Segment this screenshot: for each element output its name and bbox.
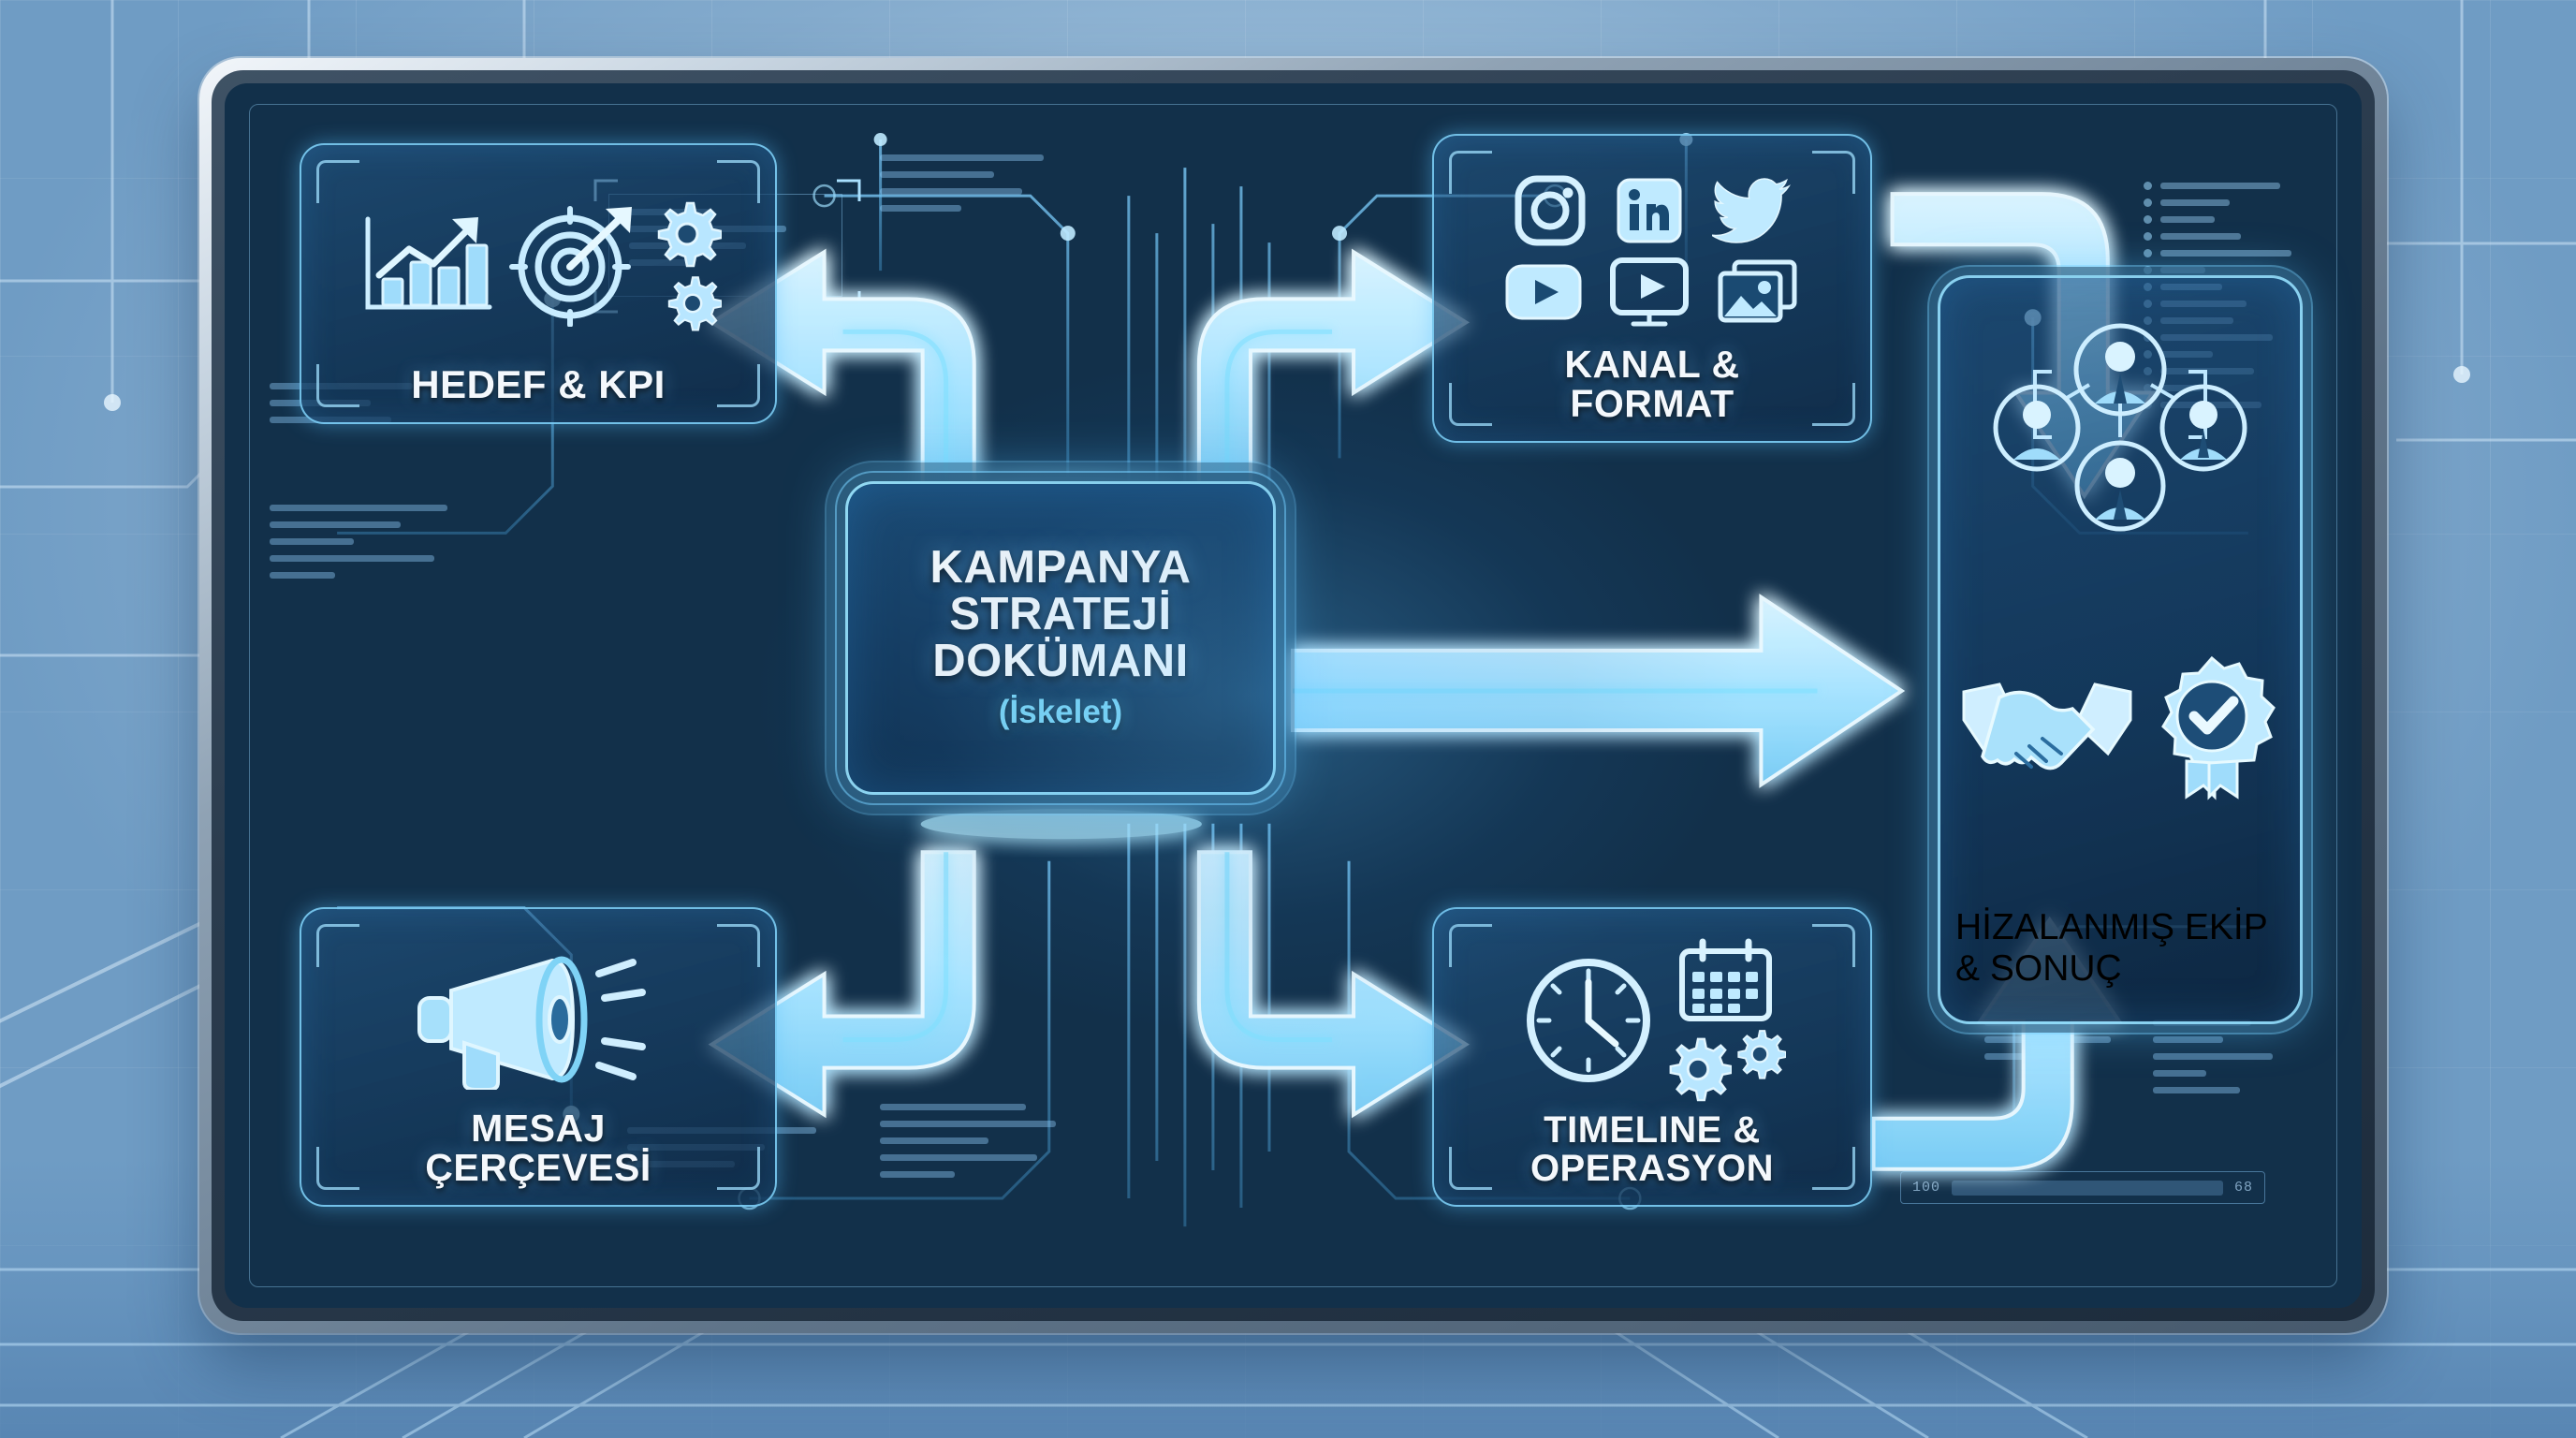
corner-bracket-tl (1449, 924, 1492, 967)
node-label-mesaj-cercevesi: MESAJ ÇERÇEVESİ (425, 1107, 651, 1190)
node-hedef-kpi[interactable]: HEDEF & KPI (300, 143, 777, 424)
node-label-hizalanmis-ekip-sonuc: HİZALANMIŞ EKİP & SONUÇ (1955, 907, 2268, 989)
screen-inner-outline (249, 104, 2337, 1287)
hud-text-bottom-center-2 (880, 1104, 1067, 1188)
gear-small-icon (667, 275, 722, 331)
corner-bracket-tl (316, 160, 359, 203)
tablet-frame: 100 68 (199, 58, 2387, 1333)
corner-bracket-tr (1812, 924, 1855, 967)
corner-bracket-tl (316, 924, 359, 967)
corner-bracket-tr (717, 924, 760, 967)
gear-icon (1669, 1037, 1732, 1102)
gear-icon (657, 201, 722, 267)
progress-left-label: 100 (1912, 1180, 1941, 1196)
corner-bracket-br (1812, 1147, 1855, 1190)
corner-bracket-bl (316, 364, 359, 407)
corner-bracket-tl (1449, 151, 1492, 194)
arrow-center-to-mesaj (708, 850, 976, 1119)
corner-bracket-br (1812, 383, 1855, 426)
twitter-bird-icon (1712, 178, 1791, 243)
target-arrow-icon (509, 205, 632, 327)
instagram-icon (1515, 175, 1586, 246)
team-network-icon (1993, 323, 2247, 532)
bar-chart-growth-icon (365, 216, 492, 310)
center-title: KAMPANYA STRATEJİ DOKÜMANI (929, 542, 1192, 686)
award-badge-check-icon (2161, 655, 2276, 800)
corner-bracket-bl (1449, 383, 1492, 426)
hud-text-left-lower (270, 505, 457, 589)
node-kampanya-strateji-dokumani[interactable]: KAMPANYA STRATEJİ DOKÜMANI (İskelet) (845, 481, 1276, 795)
clock-icon (1527, 959, 1650, 1083)
node-kanal-format[interactable]: KANAL & FORMAT (1432, 134, 1872, 443)
node-label-timeline-operasyon: TIMELINE & OPERASYON (1530, 1109, 1775, 1190)
progress-right-label: 68 (2234, 1180, 2254, 1196)
corner-bracket-tr (717, 160, 760, 203)
node-hizalanmis-ekip-sonuc[interactable]: HİZALANMIŞ EKİP & SONUÇ (1938, 275, 2303, 1024)
hud-progress-readout: 100 68 (1900, 1171, 2266, 1204)
arrow-center-to-timeline (1196, 850, 1470, 1119)
corner-bracket-br (717, 364, 760, 407)
screen-surface: 100 68 (225, 83, 2362, 1308)
node-mesaj-cercevesi[interactable]: MESAJ ÇERÇEVESİ (300, 907, 777, 1207)
corner-bracket-br (717, 1147, 760, 1190)
handshake-icon (1962, 682, 2132, 770)
progress-track (1952, 1180, 2224, 1196)
arrow-center-to-kanal (1196, 248, 1470, 526)
corner-bracket-tr (1812, 151, 1855, 194)
megaphone-icon (417, 956, 646, 1091)
video-player-icon (1610, 257, 1689, 327)
corner-bracket-bl (316, 1147, 359, 1190)
corner-bracket-bl (1449, 1147, 1492, 1190)
youtube-icon (1505, 264, 1582, 320)
calendar-icon (1678, 938, 1772, 1022)
node-timeline-operasyon[interactable]: TIMELINE & OPERASYON (1432, 907, 1872, 1207)
node-label-kanal-format: KANAL & FORMAT (1564, 343, 1740, 426)
hud-text-top-center (880, 154, 1058, 222)
tablet-bezel: 100 68 (212, 70, 2375, 1321)
arrow-center-to-hedef (708, 248, 976, 526)
node-label-hedef-kpi: HEDEF & KPI (411, 362, 666, 407)
center-subtitle: (İskelet) (998, 693, 1123, 730)
image-gallery-icon (1718, 259, 1797, 323)
gear-small-icon (1737, 1030, 1786, 1079)
linkedin-icon (1617, 178, 1682, 243)
